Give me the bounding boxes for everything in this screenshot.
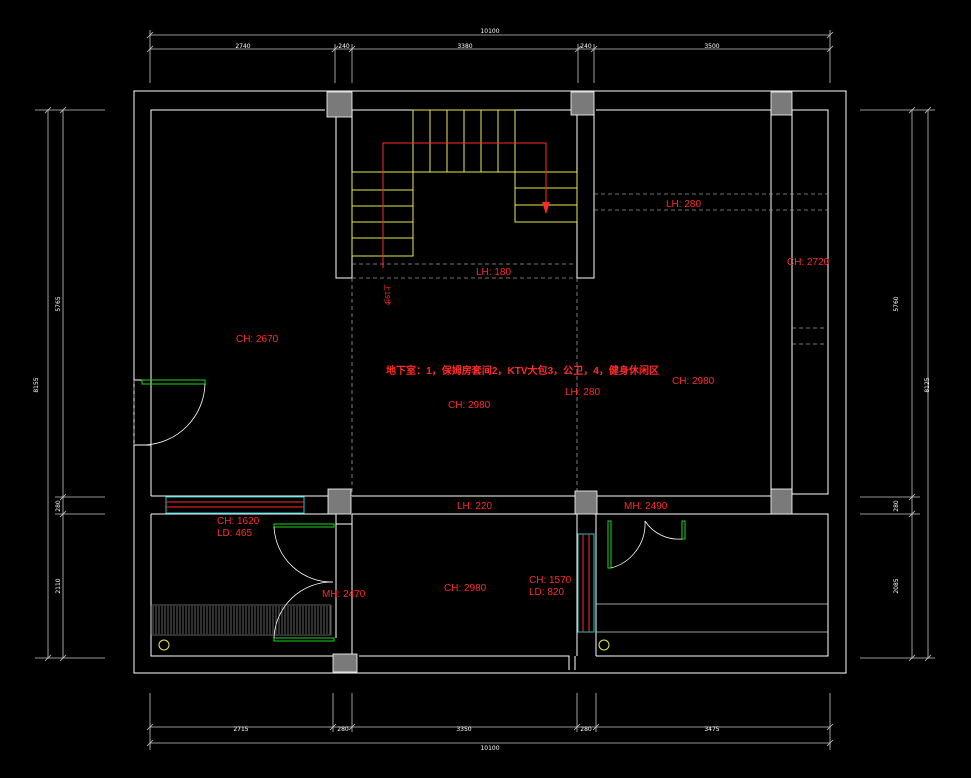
- dim-left-seg-1: 5765: [55, 296, 62, 311]
- label-ch-1570: CH: 1570: [529, 575, 572, 586]
- dim-top-seg-3: 3380: [457, 43, 472, 50]
- dim-top-seg-4: 240: [580, 43, 592, 50]
- label-ch-2980-center: CH: 2980: [448, 400, 491, 411]
- floor-drain-icon: [598, 639, 610, 651]
- dim-right-total: 8125: [924, 377, 931, 392]
- dim-top-seg-2: 240: [338, 43, 350, 50]
- stair-label: 上19步: [383, 284, 392, 306]
- label-ch-2670: CH: 2670: [236, 334, 279, 345]
- label-ld-820: LD: 820: [529, 587, 564, 598]
- hatched-strip: [150, 604, 332, 636]
- columns: [326, 91, 793, 673]
- dim-left-total: 8155: [33, 377, 40, 392]
- dim-bottom-seg-1: 2715: [233, 726, 248, 733]
- dim-bottom-seg-3: 3350: [456, 726, 471, 733]
- label-ch-2980-right: CH: 2980: [672, 376, 715, 387]
- label-lh-220: LH: 220: [457, 501, 492, 512]
- label-ld-465: LD: 465: [217, 528, 252, 539]
- dim-top-seg-5: 3500: [704, 43, 719, 50]
- staircase: [351, 109, 578, 257]
- floor-drain-icon: [158, 639, 170, 651]
- dim-right-seg-2: 280: [893, 500, 900, 512]
- stair-direction-arrow: [382, 142, 547, 268]
- label-ch-1620: CH: 1620: [217, 516, 260, 527]
- dim-left-seg-2: 280: [55, 500, 62, 512]
- label-lh-180: LH: 180: [476, 267, 511, 278]
- dim-top-total: 10100: [480, 28, 499, 35]
- dim-bottom-seg-2: 280: [337, 726, 349, 733]
- hatch-lines: [152, 606, 331, 634]
- walls: [133, 90, 847, 674]
- label-lh-280-mid: LH: 280: [565, 387, 600, 398]
- label-ch-2980-bottom: CH: 2980: [444, 583, 487, 594]
- dim-bottom-seg-5: 3475: [704, 726, 719, 733]
- dimension-lines: [35, 30, 935, 750]
- label-ch-2720: CH: 2720: [787, 257, 830, 268]
- plan-title: 地下室：1，保姆房套间2，KTV大包3，公卫，4，健身休闲区: [386, 364, 659, 377]
- glass-partitions: [165, 496, 595, 633]
- label-mh-2470: MH: 2470: [322, 589, 366, 600]
- dim-right-seg-1: 5760: [893, 296, 900, 311]
- dim-top-seg-1: 2740: [235, 43, 250, 50]
- dim-left-seg-3: 2110: [55, 578, 62, 593]
- label-lh-280-top: LH: 280: [666, 199, 701, 210]
- arrow-head-icon: [542, 202, 550, 214]
- dim-bottom-total: 10100: [480, 745, 499, 752]
- dim-bottom-seg-4: 280: [580, 726, 592, 733]
- label-mh-2490: MH: 2490: [624, 501, 668, 512]
- dim-right-seg-3: 2085: [893, 578, 900, 593]
- dashed-lines: [133, 193, 828, 496]
- dimension-ticks: [44, 31, 932, 747]
- partition-lines: [596, 603, 828, 633]
- doors: [141, 379, 686, 642]
